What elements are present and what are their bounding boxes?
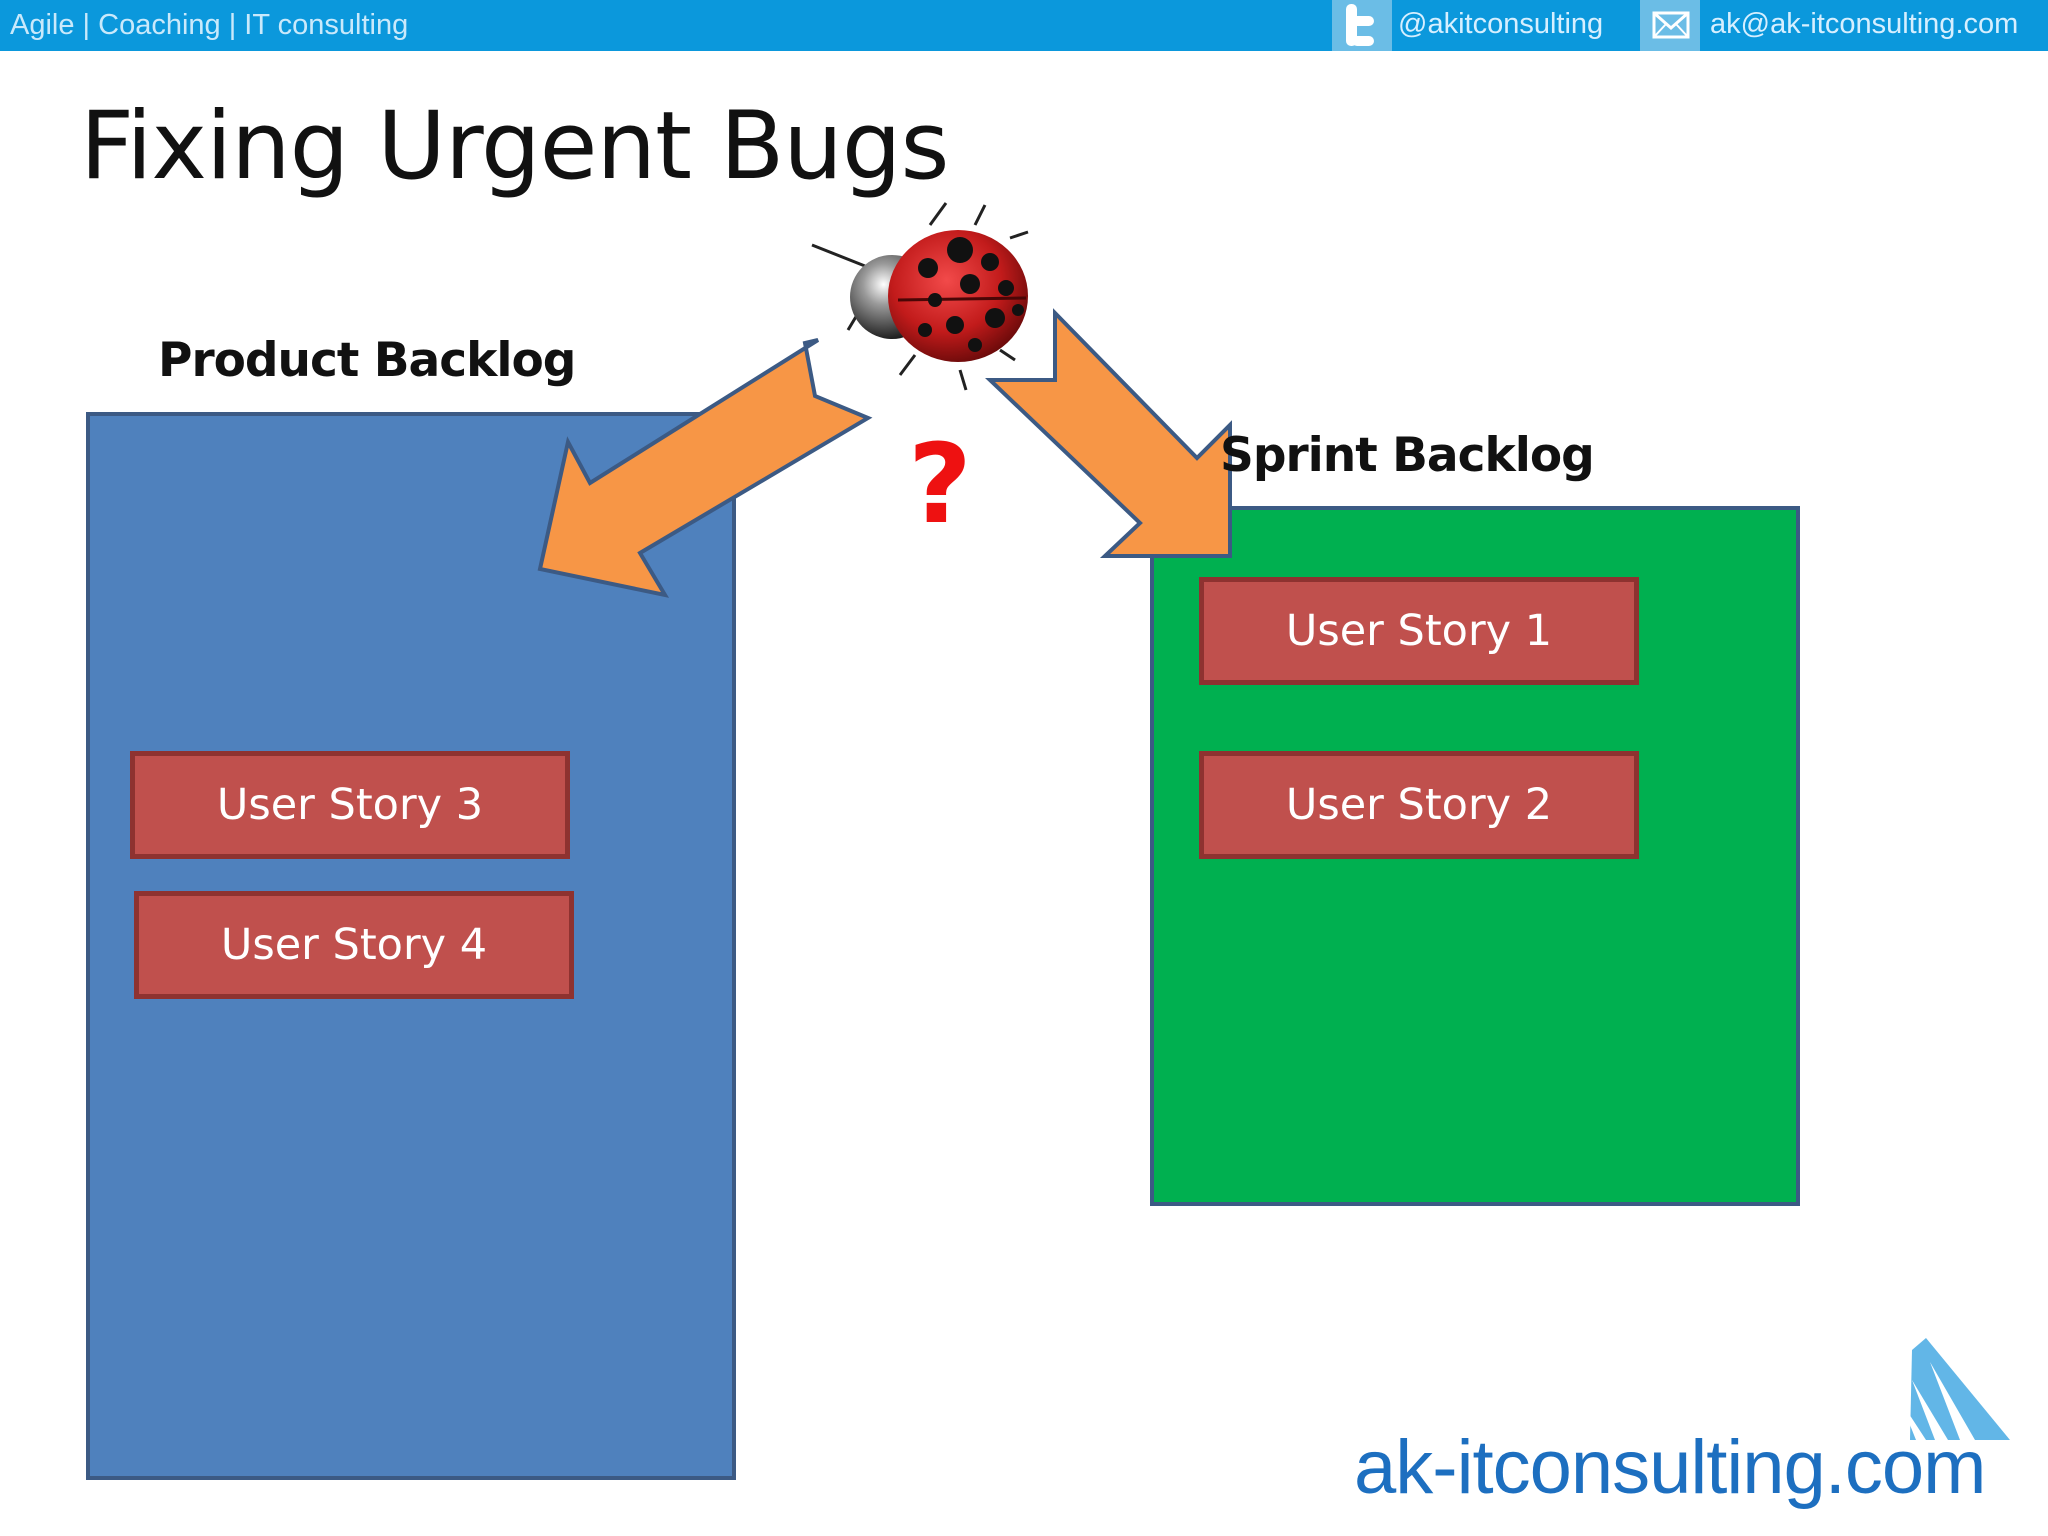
user-story-2: User Story 2 [1199, 751, 1639, 859]
user-story-4: User Story 4 [134, 891, 574, 999]
user-story-3: User Story 3 [130, 751, 570, 859]
twitter-handle[interactable]: @akitconsulting [1398, 8, 1604, 40]
header-tagline: Agile | Coaching | IT consulting [10, 9, 409, 41]
brand-url[interactable]: ak-itconsulting.com [1354, 1425, 1986, 1510]
header-bar: Agile | Coaching | IT consulting @akitco… [0, 0, 2048, 51]
contact-email[interactable]: ak@ak-itconsulting.com [1710, 8, 2019, 40]
arrow-to-product-backlog [537, 338, 873, 598]
arrow-to-sprint-backlog [985, 308, 1232, 558]
sprint-backlog-title: Sprint Backlog [1220, 428, 1595, 483]
product-backlog-title: Product Backlog [158, 333, 576, 388]
slide-title: Fixing Urgent Bugs [80, 92, 950, 201]
ladybug-icon [811, 202, 1029, 391]
twitter-bird-icon[interactable] [1332, 0, 1392, 51]
envelope-icon[interactable] [1640, 0, 1700, 51]
question-mark: ? [908, 420, 972, 548]
user-story-1: User Story 1 [1199, 577, 1639, 685]
